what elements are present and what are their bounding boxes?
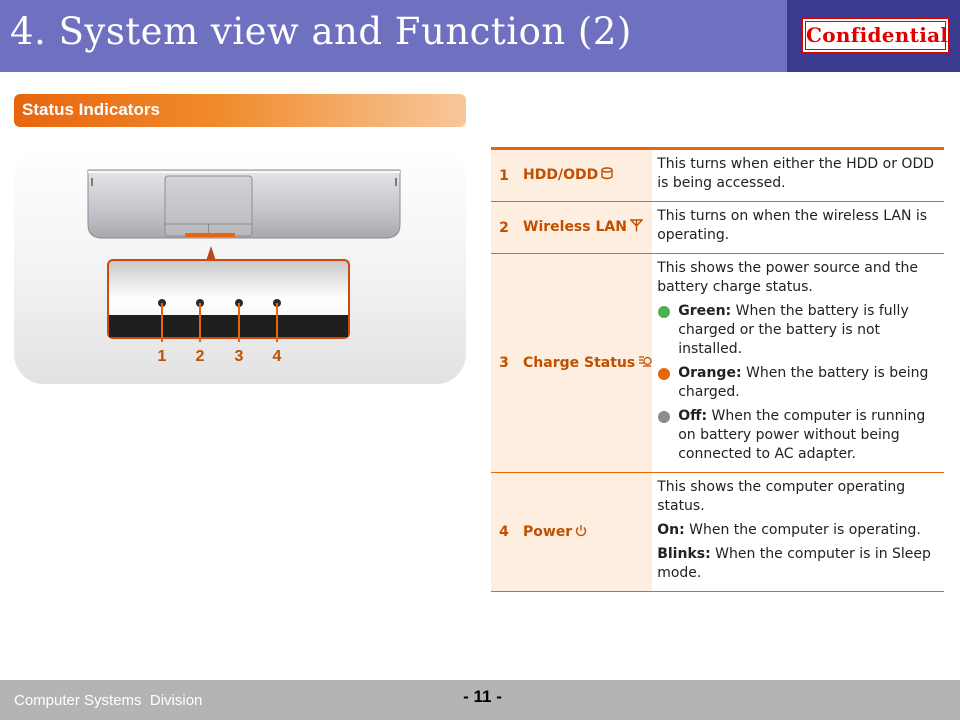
- confidential-stamp: Confidential: [801, 17, 950, 54]
- laptop-illustration: 1 2 3 4: [14, 146, 466, 384]
- hdd-icon: [601, 167, 613, 184]
- page-title: 4. System view and Function (2): [10, 10, 632, 53]
- row-number: 1: [491, 148, 517, 202]
- indicator-name-cell: Power: [517, 472, 653, 592]
- row-number: 4: [491, 472, 517, 592]
- state-label: Blinks:: [657, 546, 711, 562]
- table-row: 2 Wireless LAN This turns on when the wi…: [491, 201, 944, 254]
- indicator-name: HDD/ODD: [523, 167, 599, 183]
- state-text: When the computer is operating.: [689, 522, 921, 538]
- indicator-description: This shows the power source and the batt…: [657, 260, 919, 295]
- state-green: Green: When the battery is fully charged…: [657, 302, 938, 359]
- section-header: Status Indicators: [14, 94, 466, 127]
- state-text: When the computer is running on battery …: [678, 408, 926, 462]
- palmrest-drawing: 1 2 3 4: [87, 169, 401, 365]
- battery-charge-icon: [638, 354, 652, 372]
- indicator-description: This turns when either the HDD or ODD is…: [652, 148, 944, 202]
- row-number: 3: [491, 253, 517, 473]
- state-color-name: Orange:: [678, 365, 742, 381]
- indicator-description: This turns on when the wireless LAN is o…: [652, 201, 944, 254]
- state-orange: Orange: When the battery is being charge…: [657, 364, 938, 402]
- indicator-name: Power: [523, 523, 573, 540]
- state-color-name: Off:: [678, 408, 708, 424]
- orange-dot-icon: [658, 368, 671, 380]
- state-off: Off: When the computer is running on bat…: [657, 407, 938, 464]
- indicator-description-cell: This shows the computer operating status…: [652, 472, 944, 592]
- confidential-label: Confidential: [805, 21, 948, 50]
- indicator-name-cell: Wireless LAN: [517, 201, 653, 254]
- state-color-name: Green:: [678, 303, 732, 319]
- callout-number: 1: [158, 348, 167, 365]
- table-row: 3 Charge Status This shows the power sou…: [491, 253, 944, 473]
- division-name: Computer Systems Division: [14, 692, 203, 709]
- state-on: On: When the computer is operating.: [657, 521, 938, 540]
- row-number: 2: [491, 201, 517, 254]
- indicator-name: Wireless LAN: [523, 219, 627, 235]
- table-row: 1 HDD/ODD This turns when either the HDD…: [491, 148, 944, 202]
- power-icon: [575, 524, 587, 541]
- indicator-description: This shows the computer operating status…: [657, 479, 906, 514]
- callout-number: 3: [235, 348, 244, 365]
- page-number: - 11 -: [463, 687, 502, 706]
- indicator-name-cell: HDD/ODD: [517, 148, 653, 202]
- table-row: 4 Power This shows the computer operatin…: [491, 472, 944, 592]
- confidential-area: Confidential: [787, 0, 960, 72]
- section-title: Status Indicators: [22, 100, 160, 119]
- indicator-name-cell: Charge Status: [517, 253, 653, 473]
- callout-number: 2: [196, 348, 205, 365]
- footer-bar: Computer Systems Division - 11 -: [0, 680, 960, 720]
- state-blinks: Blinks: When the computer is in Sleep mo…: [657, 545, 938, 583]
- header-bar: 4. System view and Function (2) Confiden…: [0, 0, 960, 72]
- indicator-name: Charge Status: [523, 355, 636, 371]
- callout-number: 4: [273, 348, 282, 365]
- green-dot-icon: [658, 306, 671, 318]
- indicator-description-cell: This shows the power source and the batt…: [652, 253, 944, 473]
- state-text: When the computer is in Sleep mode.: [657, 546, 931, 581]
- state-label: On:: [657, 522, 685, 538]
- state-text: When the battery is fully charged or the…: [678, 303, 909, 357]
- state-text: When the battery is being charged.: [678, 365, 929, 400]
- wireless-antenna-icon: [629, 219, 644, 236]
- gray-dot-icon: [658, 411, 671, 423]
- status-indicator-table: 1 HDD/ODD This turns when either the HDD…: [491, 147, 944, 592]
